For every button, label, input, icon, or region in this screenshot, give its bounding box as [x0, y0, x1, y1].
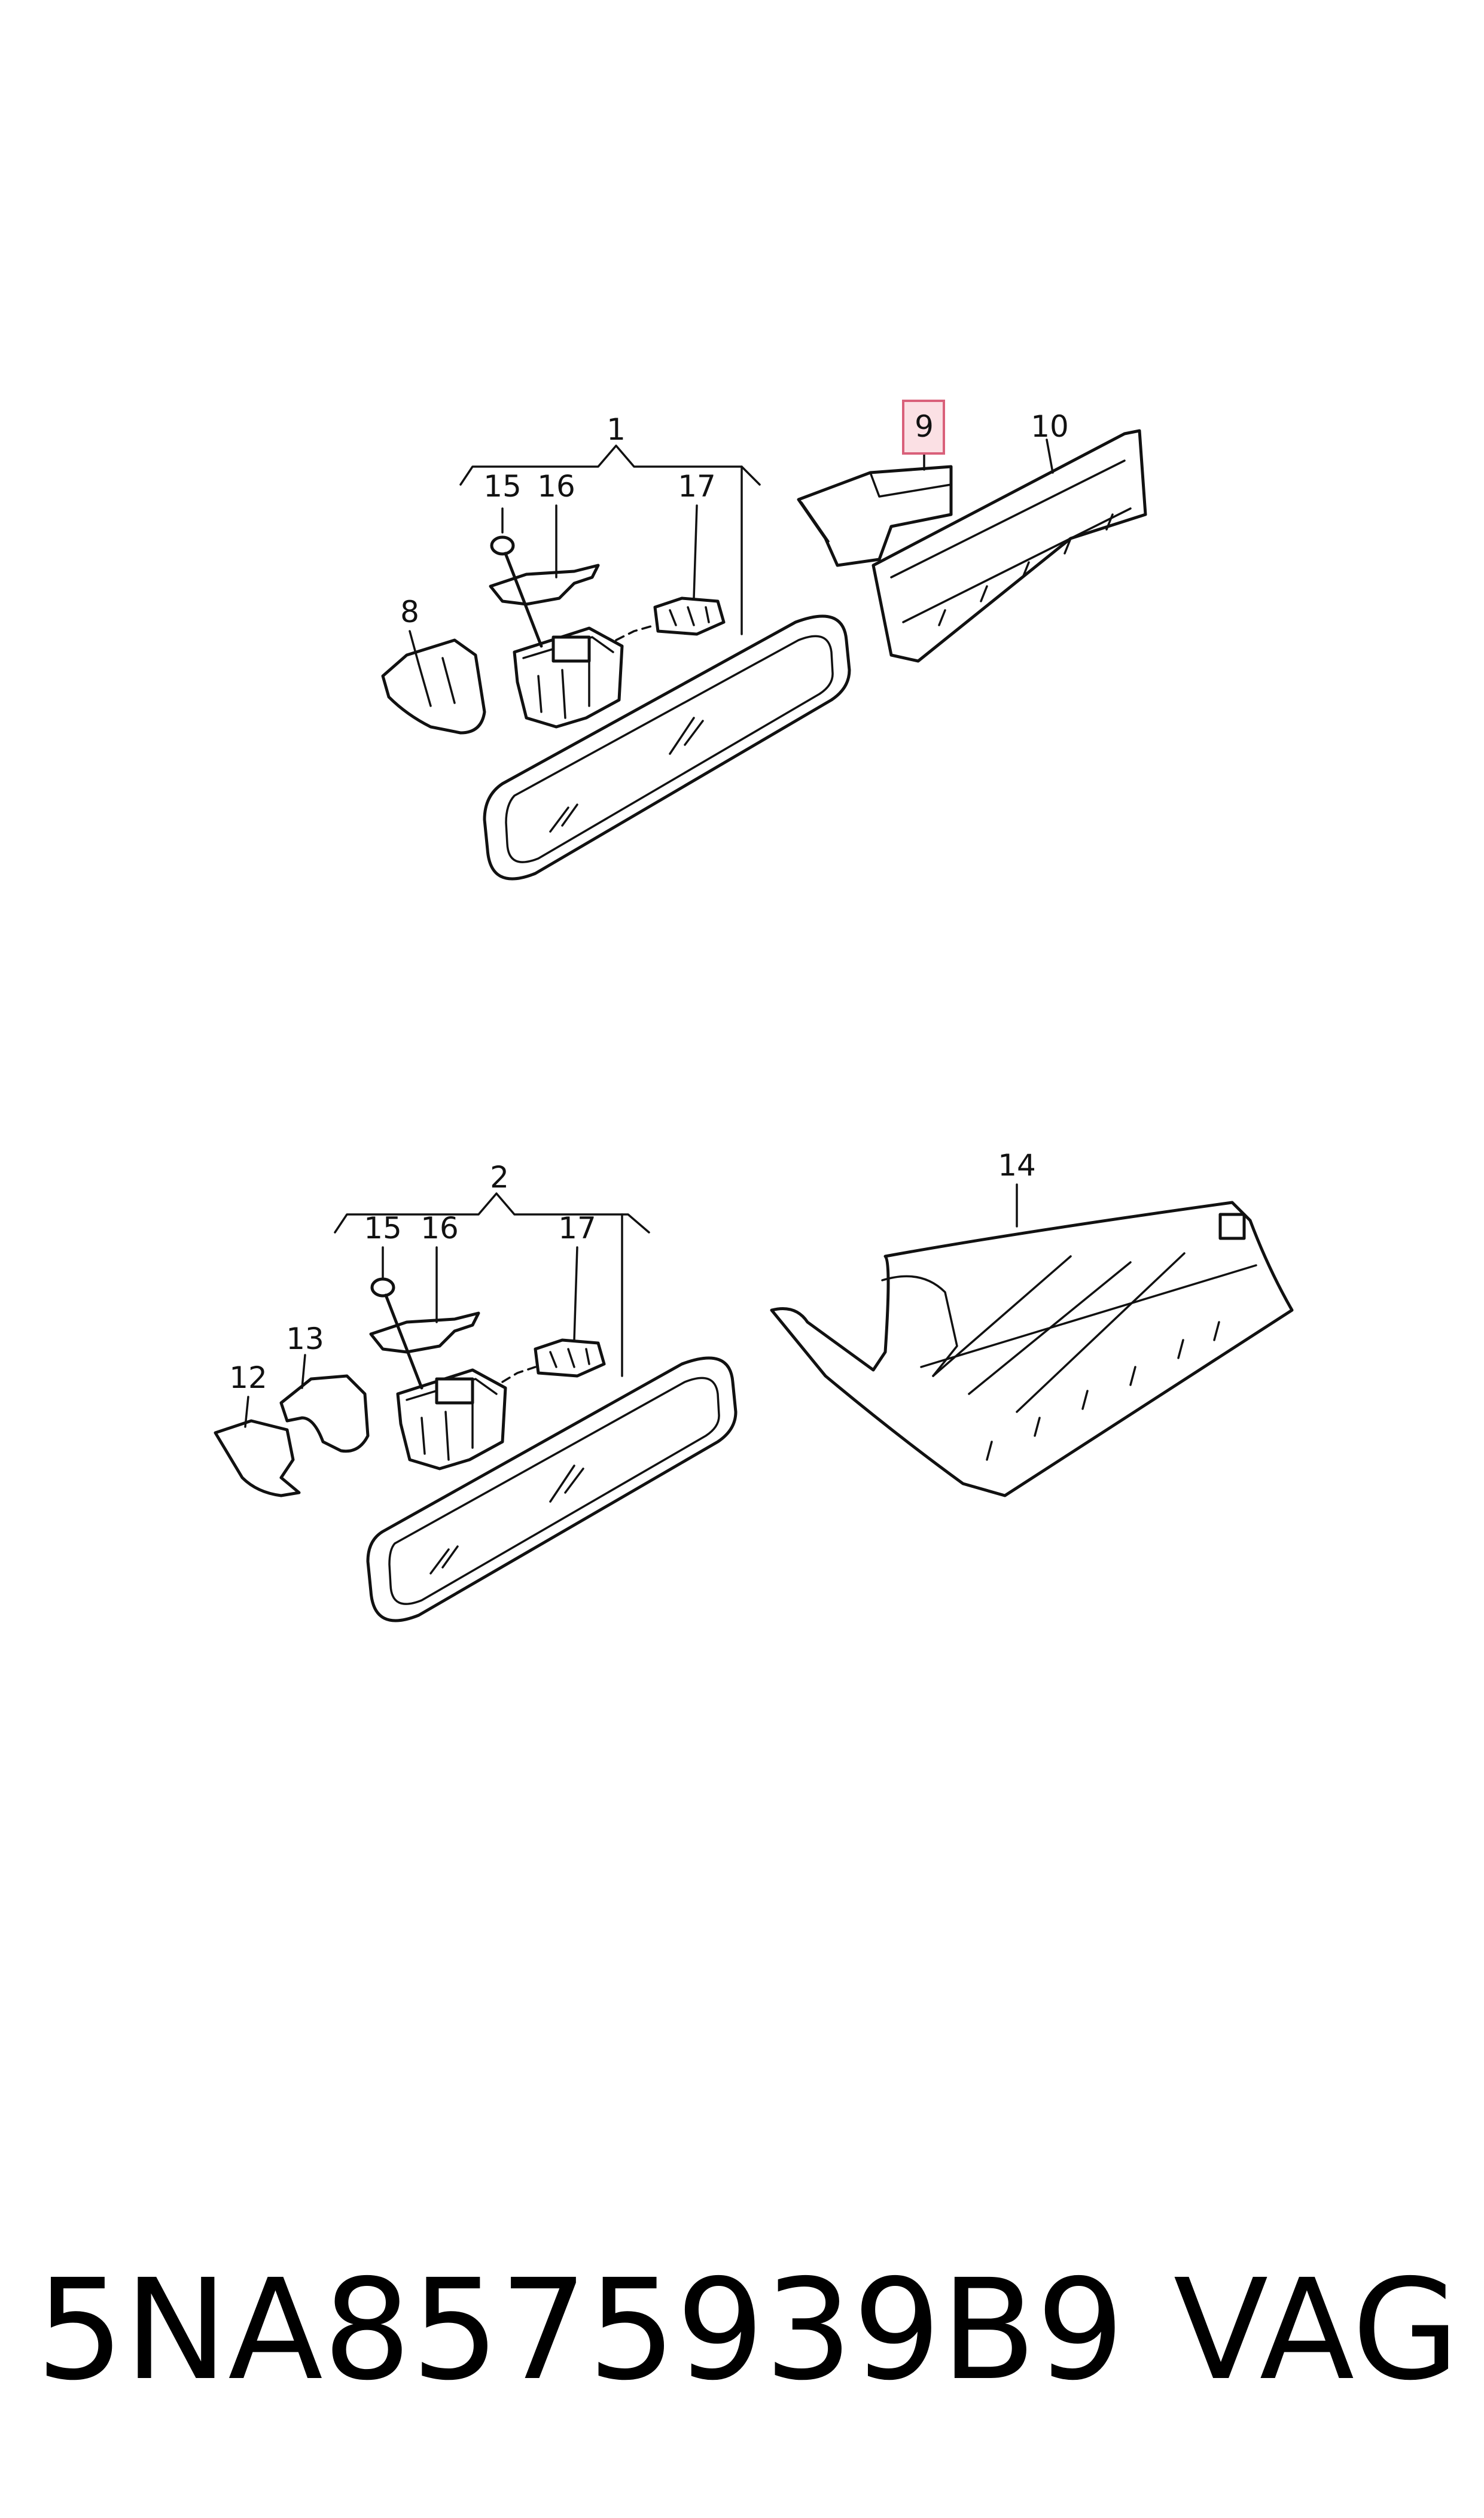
- callout-14: 14: [998, 1148, 1036, 1183]
- connector-17-bottom: [501, 1338, 606, 1383]
- callout-group-1: 1: [607, 412, 626, 447]
- leader-17-bottom: [573, 1246, 578, 1341]
- connector-17-top: [615, 596, 726, 641]
- part-number: 5NA8575939B9: [36, 2249, 1125, 2411]
- callout-16-bottom: 16: [420, 1211, 459, 1246]
- brand-label: VAG: [1173, 2249, 1459, 2411]
- rear-view-mirror-bottom: [366, 1356, 738, 1622]
- leader-12: [244, 1396, 249, 1428]
- mirror-mount-bottom: [396, 1368, 507, 1470]
- cover-13: [279, 1374, 370, 1453]
- leader-17-top: [693, 504, 698, 599]
- mirror-mount-top: [513, 626, 624, 729]
- callout-8: 8: [400, 595, 419, 629]
- callout-9: 9: [915, 409, 934, 444]
- cover-12: [214, 1419, 301, 1497]
- clip-16-top: [489, 564, 600, 606]
- cover-8: [381, 638, 486, 735]
- footer: 5NA8575939B9 VAG: [36, 2249, 1459, 2429]
- assembly-2-group: [214, 1183, 1294, 1622]
- trim-strip-10: [871, 429, 1147, 663]
- callout-15-bottom: 15: [364, 1211, 402, 1246]
- clip-16-bottom: [369, 1311, 480, 1354]
- trim-panel-14: [770, 1201, 1294, 1497]
- screw-15-bottom: [370, 1277, 423, 1390]
- leader-8: [409, 630, 420, 665]
- rear-view-mirror-top: [483, 614, 851, 881]
- callout-13: 13: [286, 1322, 324, 1356]
- callout-17-bottom: 17: [558, 1211, 596, 1246]
- screw-15-top: [490, 535, 543, 648]
- callout-12: 12: [229, 1360, 267, 1395]
- callout-17-top: 17: [678, 469, 716, 504]
- callout-15-top: 15: [483, 469, 522, 504]
- bracket-assembly-2: [334, 1192, 650, 1234]
- callout-16-top: 16: [537, 469, 575, 504]
- leader-13: [301, 1354, 306, 1389]
- leader-10: [1046, 439, 1054, 474]
- callout-group-2: 2: [490, 1160, 509, 1195]
- callout-10: 10: [1031, 409, 1069, 444]
- callout-9-highlight: [902, 400, 945, 455]
- assembly-1-group: [381, 429, 1147, 881]
